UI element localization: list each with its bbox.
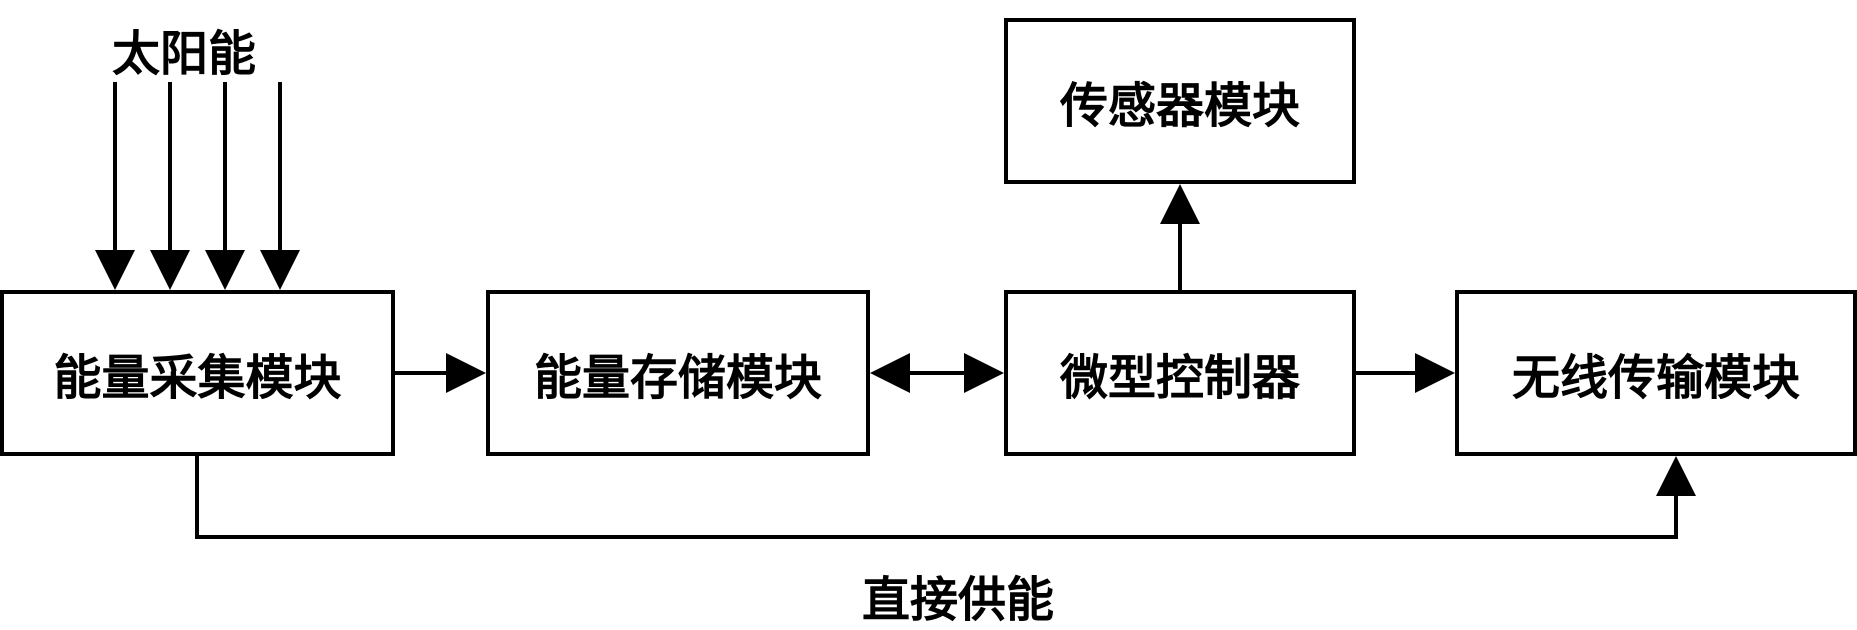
energy-harvest-module-label: 能量采集模块 xyxy=(53,350,342,406)
wireless-transmission-module: 无线传输模块 xyxy=(1455,290,1857,456)
sensor-module: 传感器模块 xyxy=(1004,18,1356,184)
direct-supply-label: 直接供能 xyxy=(862,572,1055,628)
wireless-transmission-module-label: 无线传输模块 xyxy=(1511,350,1800,406)
microcontroller-label: 微型控制器 xyxy=(1059,350,1300,406)
arrow-direct-supply xyxy=(195,456,1696,539)
energy-harvest-module: 能量采集模块 xyxy=(0,290,395,456)
microcontroller: 微型控制器 xyxy=(1004,290,1356,456)
energy-storage-module-label: 能量存储模块 xyxy=(533,350,822,406)
sensor-module-label: 传感器模块 xyxy=(1059,78,1300,134)
energy-storage-module: 能量存储模块 xyxy=(486,290,870,456)
solar-energy-label: 太阳能 xyxy=(112,26,257,82)
